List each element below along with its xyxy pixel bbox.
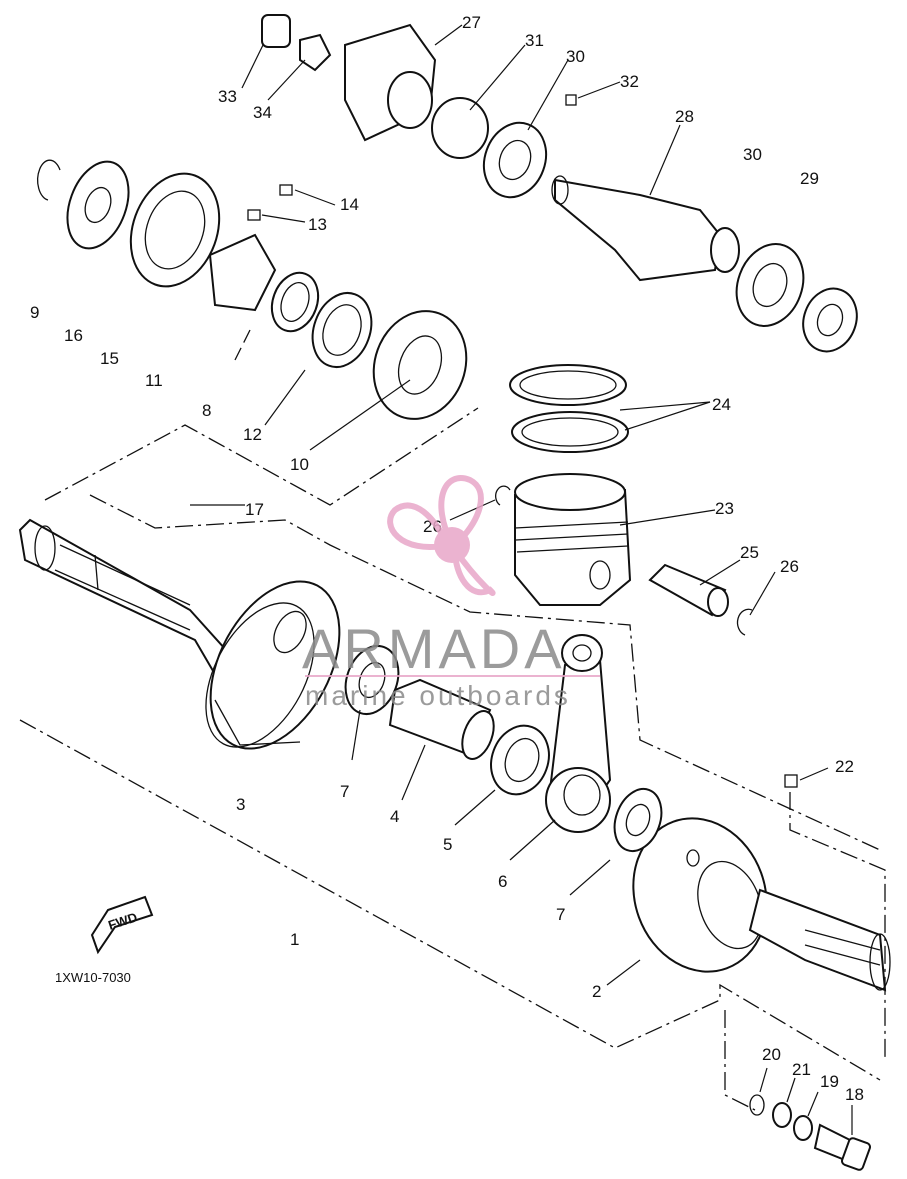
piston bbox=[514, 473, 632, 606]
callout-11: 11 bbox=[145, 371, 163, 390]
armada-watermark: ARMADA marine outboards bbox=[302, 475, 600, 711]
main-bearing-right bbox=[735, 243, 858, 353]
bolt-and-washers bbox=[749, 774, 871, 1171]
callout-2: 2 bbox=[592, 982, 601, 1001]
callout-1: 1 bbox=[290, 930, 299, 949]
callout-5: 5 bbox=[443, 835, 452, 854]
oil-seal-rings bbox=[270, 271, 373, 368]
piston-pin bbox=[648, 563, 729, 617]
callout-28: 28 bbox=[675, 107, 694, 126]
callout-7a: 7 bbox=[340, 782, 349, 801]
callout-10: 10 bbox=[290, 455, 309, 474]
assembly-outline bbox=[19, 329, 886, 1111]
needle-bearing bbox=[490, 724, 550, 796]
callout-19: 19 bbox=[820, 1072, 839, 1091]
callout-6: 6 bbox=[498, 872, 507, 891]
main-bearing-left bbox=[372, 310, 468, 420]
crank-pin bbox=[388, 678, 495, 760]
circlips bbox=[495, 485, 753, 636]
callout-23: 23 bbox=[715, 499, 734, 518]
connecting-rod bbox=[545, 634, 612, 833]
callout-29: 29 bbox=[800, 169, 819, 188]
callout-25: 25 bbox=[740, 543, 759, 562]
callout-8: 8 bbox=[202, 401, 211, 420]
callout-15: 15 bbox=[100, 349, 119, 368]
gear-assembly-top bbox=[261, 14, 577, 199]
callout-32: 32 bbox=[620, 72, 639, 91]
callout-13: 13 bbox=[308, 215, 327, 234]
callout-3: 3 bbox=[236, 795, 245, 814]
leader-lines bbox=[190, 24, 853, 1135]
callout-17: 17 bbox=[245, 500, 264, 519]
callout-24: 24 bbox=[712, 395, 731, 414]
callout-7b: 7 bbox=[556, 905, 565, 924]
callout-31: 31 bbox=[525, 31, 544, 50]
callout-33: 33 bbox=[218, 87, 237, 106]
crankshaft-right-half bbox=[632, 817, 891, 992]
callout-numbers: 1 2 3 4 5 6 7 7 8 9 10 11 12 13 14 15 16… bbox=[30, 13, 864, 1104]
callout-16: 16 bbox=[64, 326, 83, 345]
watermark-tagline: marine outboards bbox=[305, 680, 571, 711]
callout-18: 18 bbox=[845, 1085, 864, 1104]
callout-27: 27 bbox=[462, 13, 481, 32]
balancer-shaft bbox=[551, 175, 740, 282]
callout-20: 20 bbox=[762, 1045, 781, 1064]
callout-34: 34 bbox=[253, 103, 272, 122]
callout-14: 14 bbox=[340, 195, 359, 214]
piston-rings bbox=[509, 364, 629, 453]
callout-12: 12 bbox=[243, 425, 262, 444]
callout-30b: 30 bbox=[743, 145, 762, 164]
gear-assembly-left bbox=[37, 159, 293, 312]
propeller-icon bbox=[387, 475, 496, 597]
callout-22: 22 bbox=[835, 757, 854, 776]
crankshaft-left-half bbox=[18, 518, 341, 750]
callout-4: 4 bbox=[390, 807, 399, 826]
callout-30a: 30 bbox=[566, 47, 585, 66]
callout-21: 21 bbox=[792, 1060, 811, 1079]
fwd-arrow-icon: FWD bbox=[90, 895, 154, 955]
drawing-code: 1XW10-7030 bbox=[55, 970, 131, 985]
watermark-brand: ARMADA bbox=[302, 617, 566, 680]
callout-9: 9 bbox=[30, 303, 39, 322]
callout-26b: 26 bbox=[780, 557, 799, 576]
